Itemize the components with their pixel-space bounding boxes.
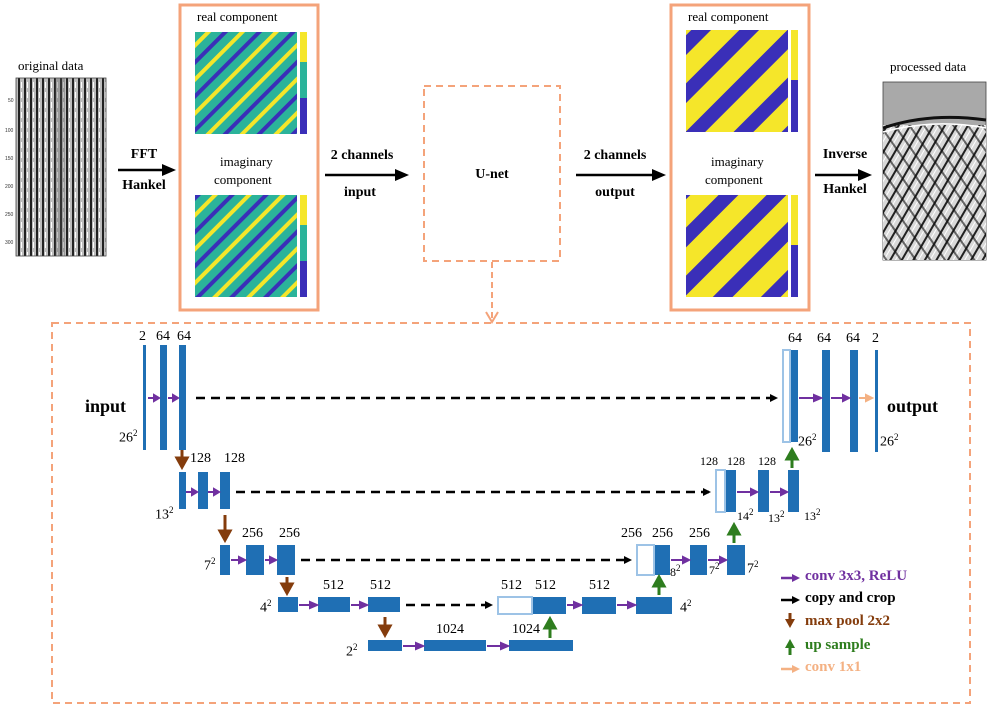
size-4-right: 42 — [680, 598, 692, 616]
output-real-label: real component — [688, 9, 769, 24]
unet-blocks — [143, 345, 878, 651]
svg-text:300: 300 — [5, 240, 14, 246]
output-imaginary-heatmap — [686, 195, 798, 297]
ch-l2-b: 128 — [224, 451, 245, 466]
output-imag-label-1: imaginary — [711, 154, 764, 169]
unet-output-label: output — [887, 396, 939, 416]
input-word-label: input — [344, 185, 376, 200]
fft-label: FFT — [130, 147, 158, 162]
ch-l1-c: 64 — [177, 329, 191, 344]
unet-input-label: input — [85, 396, 127, 416]
ch-r4-c: 512 — [589, 578, 610, 593]
svg-text:100: 100 — [5, 128, 14, 134]
legend-arrows — [781, 574, 800, 673]
ch-r3-a: 256 — [621, 526, 642, 541]
input-channels-label: 2 channels — [330, 148, 394, 163]
conv1x1-arrow — [859, 393, 875, 403]
conv-arrows — [148, 393, 852, 651]
unet-box — [423, 85, 561, 262]
size-8: 82 — [670, 563, 681, 579]
ch-l5-b: 1024 — [512, 622, 540, 637]
ch-r2-c: 128 — [758, 454, 776, 468]
output-channels-label: 2 channels — [583, 148, 647, 163]
inverse-label: Inverse — [822, 147, 868, 162]
ch-r1-a: 64 — [788, 331, 802, 346]
output-imag-label-2: component — [705, 172, 763, 187]
svg-text:50: 50 — [8, 98, 14, 104]
copied-feature-maps — [497, 349, 791, 615]
size-26-right-b: 262 — [880, 432, 899, 450]
processed-data-image — [882, 81, 987, 261]
ch-l3-a: 256 — [242, 526, 263, 541]
size-2: 22 — [346, 642, 358, 660]
input-imag-label-1: imaginary — [220, 154, 273, 169]
maxpool-arrows — [174, 450, 393, 639]
ch-r2-b: 128 — [727, 454, 745, 468]
input-imag-label-2: component — [214, 172, 272, 187]
ch-l4-b: 512 — [370, 578, 391, 593]
input-components-frame — [178, 3, 320, 312]
ch-l5-a: 1024 — [436, 622, 464, 637]
ch-l2-a: 128 — [190, 451, 211, 466]
unet-label: U-net — [475, 167, 509, 182]
original-data-image: 50 100 150 200 250 300 — [5, 77, 107, 257]
skip-connections — [196, 394, 778, 609]
input-imaginary-heatmap — [195, 195, 307, 297]
svg-text:200: 200 — [5, 184, 14, 190]
size-7-left: 72 — [204, 556, 216, 574]
ch-r1-c: 64 — [846, 331, 860, 346]
ch-r3-b: 256 — [652, 526, 673, 541]
ch-r2-a: 128 — [700, 454, 718, 468]
svg-text:250: 250 — [5, 212, 14, 218]
ch-l4-a: 512 — [323, 578, 344, 593]
legend-maxpool: max pool 2x2 — [805, 613, 891, 629]
size-13-right-b: 132 — [804, 507, 821, 523]
output-word-label: output — [595, 185, 635, 200]
size-4-left: 42 — [260, 598, 272, 616]
ch-l1-b: 64 — [156, 329, 170, 344]
size-26-left: 262 — [119, 428, 138, 446]
original-data-label: original data — [18, 58, 84, 73]
unet-detail-box — [51, 322, 971, 704]
upsample-arrows — [542, 446, 800, 638]
ch-r4-a: 512 — [501, 578, 522, 593]
size-13-right-a: 132 — [768, 509, 785, 525]
legend-upsample: up sample — [805, 637, 871, 653]
size-7-right-a: 72 — [709, 561, 720, 577]
ch-r3-c: 256 — [689, 526, 710, 541]
ch-r1-d: 2 — [872, 331, 879, 346]
size-14: 142 — [737, 507, 754, 523]
inverse-hankel-label: Hankel — [823, 182, 867, 197]
size-26-right-a: 262 — [798, 432, 817, 450]
output-components-frame — [669, 3, 811, 312]
processed-data-label: processed data — [890, 59, 967, 74]
legend-conv3x3: conv 3x3, ReLU — [805, 568, 908, 584]
size-7-right-b: 72 — [747, 559, 759, 577]
ch-r4-b: 512 — [535, 578, 556, 593]
ch-r1-b: 64 — [817, 331, 831, 346]
legend-conv1x1: conv 1x1 — [805, 659, 862, 675]
svg-text:150: 150 — [5, 156, 14, 162]
hankel-label: Hankel — [122, 178, 166, 193]
legend-copy-crop: copy and crop — [805, 590, 896, 606]
ch-l1-a: 2 — [139, 329, 146, 344]
input-real-label: real component — [197, 9, 278, 24]
output-real-heatmap — [686, 30, 798, 132]
ch-l3-b: 256 — [279, 526, 300, 541]
size-13-left: 132 — [155, 505, 174, 523]
input-real-heatmap — [195, 32, 307, 134]
